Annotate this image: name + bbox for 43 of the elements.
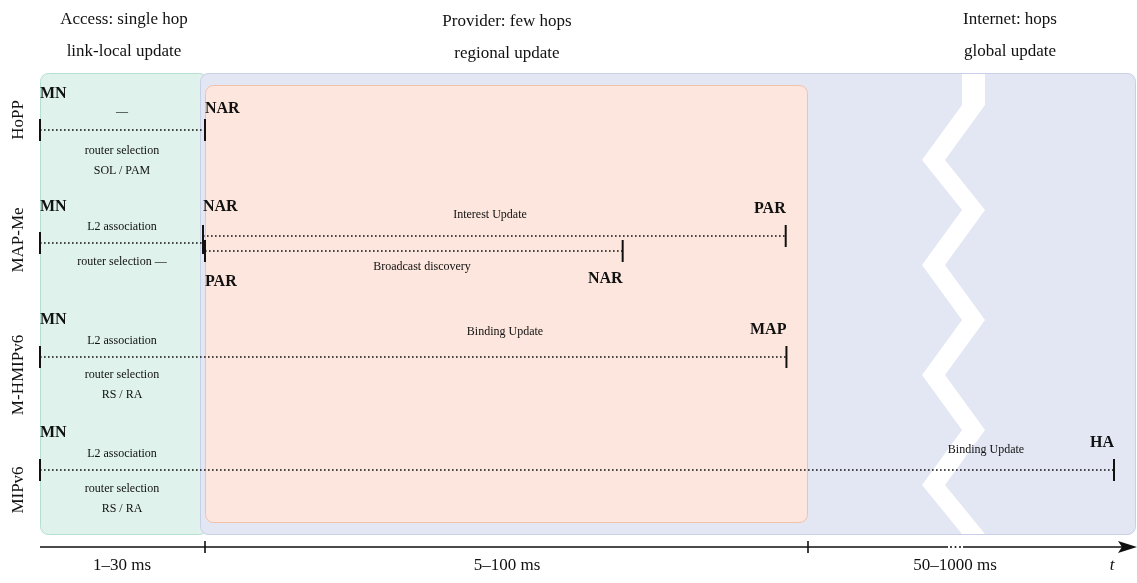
- row-label: MIPv6: [8, 466, 28, 514]
- endpoint-label: MN: [40, 310, 67, 328]
- endpoint-label: PAR: [754, 199, 786, 217]
- region-heading: global update: [962, 40, 1058, 62]
- duration-label: 1–30 ms: [92, 555, 152, 575]
- endpoint-label: NAR: [588, 269, 623, 287]
- step-label: router selection SOL / PAM: [83, 142, 161, 179]
- edge-label: Interest Update: [453, 207, 527, 222]
- step-label: router selection RS / RA: [83, 366, 161, 403]
- duration-label: 50–1000 ms: [913, 555, 997, 575]
- row-label: MAP-Me: [8, 207, 28, 273]
- dotted-line: [39, 345, 788, 369]
- axis-label: t: [1109, 555, 1115, 575]
- step-label: L2 association: [86, 332, 158, 349]
- endpoint-label: MN: [40, 423, 67, 441]
- row-label: M-HMIPv6: [8, 334, 28, 416]
- endpoint-label: NAR: [205, 99, 240, 117]
- dotted-line: [39, 231, 204, 255]
- region-heading: link-local update: [65, 40, 183, 62]
- edge-label: Binding Update: [466, 324, 544, 339]
- endpoint-label: MN: [40, 197, 67, 215]
- dotted-line: [202, 224, 787, 248]
- duration-label: 5–100 ms: [473, 555, 541, 575]
- region-heading: Access: single hop: [59, 8, 189, 30]
- endpoint-label: MAP: [750, 320, 787, 338]
- endpoint-label: MN: [40, 84, 67, 102]
- edge-label: Binding Update: [947, 442, 1025, 457]
- step-label: router selection RS / RA: [83, 480, 161, 517]
- region-heading: Provider: few hops: [441, 10, 573, 32]
- step-label: L2 association: [86, 218, 158, 235]
- endpoint-label: HA: [1090, 433, 1114, 451]
- step-label: —: [115, 103, 129, 120]
- dotted-line: [39, 458, 1115, 482]
- dotted-line: [39, 118, 206, 142]
- region-heading: Internet: hops: [962, 8, 1058, 30]
- step-label: router selection —: [77, 253, 167, 270]
- edge-label: Broadcast discovery: [373, 259, 471, 274]
- step-label: L2 association: [86, 445, 158, 462]
- region-heading: regional update: [453, 42, 561, 64]
- endpoint-label: PAR: [205, 272, 237, 290]
- endpoint-label: NAR: [203, 197, 238, 215]
- dotted-line: [204, 239, 624, 263]
- row-label: HoPP: [8, 100, 28, 140]
